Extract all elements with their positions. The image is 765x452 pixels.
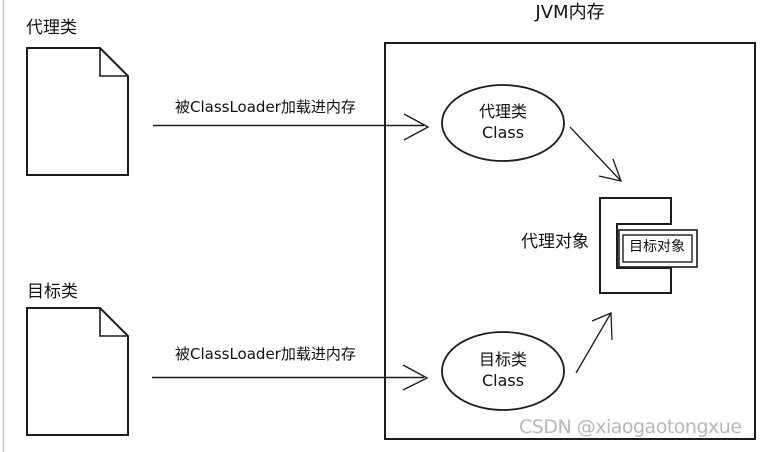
proxy-class-ellipse-label: 代理类 Class [442, 101, 564, 143]
proxy-class-file-label: 代理类 [26, 18, 77, 38]
proxy-to-object-arrow [569, 126, 623, 182]
proxy-class-document-icon [26, 47, 129, 176]
target-class-ellipse-line2: Class [481, 371, 525, 390]
target-class-ellipse [441, 331, 565, 411]
target-object-box-outer [618, 229, 698, 268]
proxy-object-shape [599, 197, 672, 294]
target-class-document-icon [26, 307, 129, 436]
target-class-file-label: 目标类 [27, 282, 78, 302]
jvm-memory-box [384, 42, 756, 440]
target-class-ellipse-label: 目标类 Class [442, 349, 564, 391]
target-object-box-inner [622, 234, 693, 263]
target-object-label: 目标对象 [629, 239, 685, 255]
proxy-class-ellipse [441, 84, 565, 162]
classloader-arrow-bottom [152, 364, 429, 391]
proxy-class-ellipse-line2: Class [481, 123, 525, 142]
proxy-class-ellipse-line1: 代理类 [478, 102, 527, 121]
jvm-memory-title: JVM内存 [535, 2, 605, 23]
target-class-ellipse-line1: 目标类 [478, 350, 527, 369]
classloader-arrow-top [153, 113, 430, 141]
target-to-object-arrow [575, 312, 613, 374]
csdn-watermark: CSDN @xiaogaotongxue [519, 416, 742, 438]
classloader-arrow-bottom-label: 被ClassLoader加载进内存 [175, 345, 356, 363]
proxy-object-label: 代理对象 [521, 232, 589, 252]
classloader-arrow-top-label: 被ClassLoader加载进内存 [175, 98, 356, 116]
